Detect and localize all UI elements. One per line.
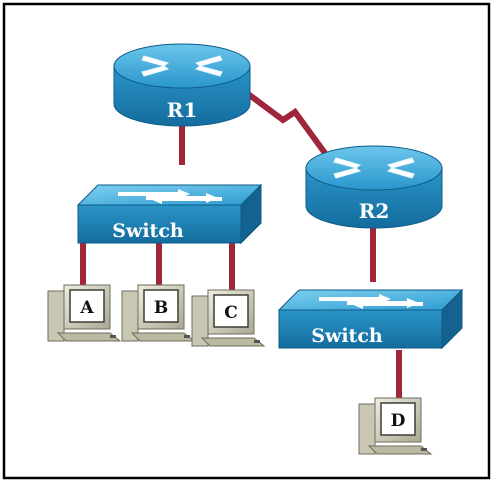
router-r2-label: R2 bbox=[359, 199, 390, 223]
link-r1-r2-serial bbox=[238, 85, 333, 162]
switch-left-label: Switch bbox=[112, 220, 184, 242]
router-r1-label: R1 bbox=[167, 98, 198, 122]
pc-a-label: A bbox=[79, 298, 94, 318]
pc-c-label: C bbox=[224, 303, 238, 323]
switch-right-label: Switch bbox=[311, 325, 383, 347]
pc-d-label: D bbox=[391, 411, 406, 431]
pc-b-label: B bbox=[154, 298, 168, 318]
cables bbox=[80, 85, 402, 400]
